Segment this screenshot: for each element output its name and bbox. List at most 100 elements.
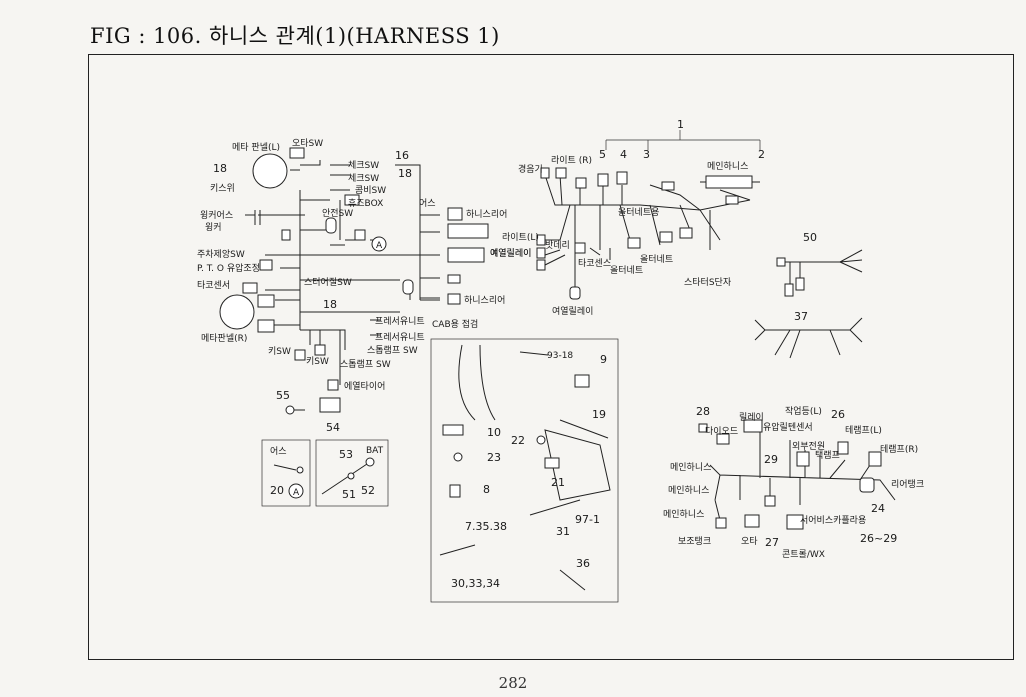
- spare-sw-label: 콤비SW: [355, 185, 386, 196]
- meter-panel-l-gauge: [252, 153, 288, 189]
- parking-sw-label: 주차제앙SW: [197, 248, 245, 260]
- main-harness-label: 메인하니스: [707, 161, 748, 172]
- light-l-label: 라이트(L): [502, 232, 539, 243]
- callout-26-29: 26~29: [860, 532, 897, 545]
- starter-sw-label: 스터어질SW: [304, 276, 352, 288]
- winker-label: 윙커: [205, 222, 222, 233]
- part-97-1: 97-1: [575, 513, 600, 526]
- check-sw1-label: 체크SW: [348, 160, 379, 171]
- inset-circle-a: A: [293, 488, 300, 498]
- tail-lamp-r-label: 테램프(R): [880, 443, 918, 455]
- pto-label: P. T. O 유압조정: [197, 262, 260, 274]
- callout-5: 5: [599, 148, 606, 161]
- sub-tank-label: 보조탱크: [678, 536, 711, 547]
- callout-55: 55: [276, 389, 290, 402]
- starter-s-label: 스타터S단자: [684, 277, 732, 288]
- winker-ass-label: 윙커어스: [200, 210, 233, 221]
- part-93-18: 93-18: [547, 351, 573, 361]
- control-wx-label: 콘트롤/WX: [782, 549, 825, 560]
- center-harness: 1 5 4 3 2 경음기 라이트 (R) 메인하니스 올터네트용 라이트(L)…: [490, 118, 765, 317]
- callout-29: 29: [764, 453, 778, 466]
- meter-panel-l-label: 메타 판넬(L): [232, 141, 280, 153]
- tacho-sensor-label: 타코센서: [197, 280, 230, 291]
- figure-title: FIG : 106. 하니스 관계(1)(HARNESS 1): [90, 24, 500, 48]
- parts-inset: 93-18 9 19 10 22 23 21 8 97-1 7.35.38 31…: [430, 338, 619, 603]
- main-harness1-label: 메인하니스: [670, 462, 711, 473]
- part-7-35-38: 7.35.38: [465, 520, 507, 533]
- stop-lamp-sw1-label: 스톱램프 SW: [367, 344, 418, 356]
- callout-27: 27: [765, 536, 779, 549]
- heat-timer-label: 에열타이어: [344, 381, 385, 392]
- horn-label: 경음기: [518, 163, 543, 175]
- callout-54: 54: [326, 421, 340, 434]
- inset-earth: 어스 20 A: [261, 439, 311, 507]
- key-sw1-label: 키SW: [268, 346, 291, 357]
- rear-tank-label: 리어탱크: [891, 479, 924, 490]
- oil-sw-label: 오타SW: [292, 138, 323, 149]
- callout-18b: 18: [398, 167, 412, 180]
- key-switch-label: 키스위: [210, 183, 235, 194]
- callout-1: 1: [677, 118, 684, 131]
- tail-lamp-label: 택램프: [815, 449, 840, 461]
- part-8: 8: [483, 483, 490, 496]
- key-sw2-label: 키SW: [306, 356, 329, 367]
- callout-50: 50: [803, 231, 817, 244]
- check-sw2-label: 체크SW: [348, 173, 379, 184]
- light-r-label: 라이트 (R): [551, 155, 592, 166]
- part-19: 19: [592, 408, 606, 421]
- ether-relay-center-label: 여열릴레이: [490, 247, 531, 259]
- callout-4: 4: [620, 148, 627, 161]
- callout-51: 51: [342, 488, 356, 501]
- callout-18a: 18: [213, 162, 227, 175]
- cab-point-label: CAB용 접검: [432, 318, 478, 330]
- callout-20: 20: [270, 484, 284, 497]
- part-21: 21: [551, 476, 565, 489]
- harness-rear2-label: 하니스리어: [464, 295, 505, 306]
- inset-battery: 53 BAT 51 52: [315, 439, 389, 507]
- meter-panel-r-gauge: [219, 294, 255, 330]
- fresh-unit2-label: 프레서유니트: [375, 332, 425, 343]
- service-bracket-label: 서어비스카플라용: [800, 515, 866, 526]
- tail-lamp-l-label: 테램프(L): [845, 424, 882, 436]
- work-lamp-l-label: 작업등(L): [785, 406, 822, 417]
- tacho-sense-label: 타코센스: [578, 258, 611, 269]
- right-harness: 28 릴레이 작업등(L) 26 다이오드 유압릴텐센서 테램프(L) 외부전원…: [663, 405, 924, 560]
- ether-relay2-label: 여열릴레이: [552, 305, 593, 317]
- callout-37: 37: [794, 310, 808, 323]
- alternator-label: 올터네트: [640, 254, 673, 265]
- oil-press-sensor-label: 유압릴텐센서: [763, 421, 813, 433]
- part-36: 36: [576, 557, 590, 570]
- relay-label: 릴레이: [739, 412, 764, 423]
- main-harness3-label: 메인하니스: [663, 509, 704, 520]
- callout-53: 53: [339, 448, 353, 461]
- part-9: 9: [600, 353, 607, 366]
- air-ass-label: 어스: [419, 198, 436, 209]
- bat-label: BAT: [366, 446, 384, 456]
- right-top-parts: 50 37: [754, 231, 863, 359]
- battery-label: 밧데리: [545, 240, 570, 251]
- part-30-33-34: 30,33,34: [451, 577, 500, 590]
- diagram-frame: [88, 54, 1014, 660]
- callout-18c: 18: [323, 298, 337, 311]
- part-31: 31: [556, 525, 570, 538]
- main-harness2-label: 메인하니스: [668, 485, 709, 496]
- callout-52: 52: [361, 484, 375, 497]
- harness-rear1-label: 하니스리어: [466, 209, 507, 220]
- meter-panel-r-label: 메타판넬(R): [201, 332, 247, 344]
- page-number: 282: [498, 674, 528, 692]
- ether-relay-label: 에열릴레이: [490, 248, 531, 259]
- inset-earth-label: 어스: [270, 446, 287, 457]
- motor-label: 오타: [741, 536, 758, 547]
- part-22: 22: [511, 434, 525, 447]
- fuse-box-label: 휴즈BOX: [348, 198, 383, 209]
- callout-24: 24: [871, 502, 885, 515]
- callout-26: 26: [831, 408, 845, 421]
- oil-tank-label: 올터네트용: [618, 207, 659, 218]
- safety-sw-label: 안전SW: [322, 208, 353, 219]
- part-23: 23: [487, 451, 501, 464]
- circle-a-label: A: [376, 241, 383, 251]
- callout-16: 16: [395, 149, 409, 162]
- callout-28: 28: [696, 405, 710, 418]
- part-10: 10: [487, 426, 501, 439]
